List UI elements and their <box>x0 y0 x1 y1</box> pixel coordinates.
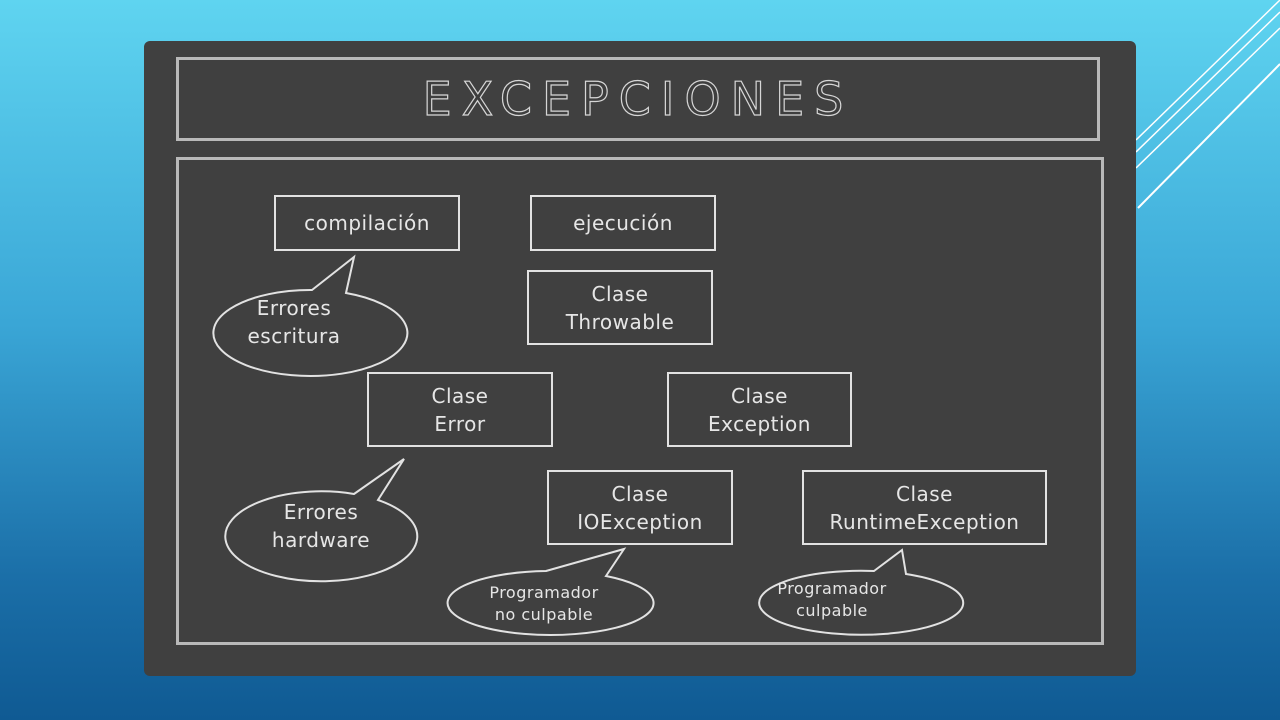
box-runtimeexception: Clase RuntimeException <box>802 470 1047 545</box>
box-exception: Clase Exception <box>667 372 852 447</box>
box-error: Clase Error <box>367 372 553 447</box>
bubble-errores-escritura-text: Errores escritura <box>199 287 389 357</box>
title-frame: EXCEPCIONES <box>176 57 1100 141</box>
box-runtime-line1: Clase <box>895 481 953 506</box>
box-ejecucion: ejecución <box>530 195 716 251</box>
bubble-no-culpable-text: Programador no culpable <box>444 581 644 627</box>
box-exception-line1: Clase <box>730 383 788 408</box>
bubble-no-culpable-line1: Programador <box>489 583 599 602</box>
box-ioexception-line2: IOException <box>577 509 703 534</box>
slide-title: EXCEPCIONES <box>422 71 854 126</box>
box-throwable: Clase Throwable <box>527 270 713 345</box>
box-exception-line2: Exception <box>708 411 811 436</box>
box-error-line2: Error <box>434 411 486 436</box>
bubble-culpable-line1: Programador <box>777 579 887 598</box>
box-compilacion: compilación <box>274 195 460 251</box>
bubble-escritura-line2: escritura <box>247 324 341 348</box>
diagram-shapes <box>212 254 965 636</box>
box-ioexception: Clase IOException <box>547 470 733 545</box>
bubble-errores-hardware <box>224 458 419 583</box>
decorative-lines <box>1135 0 1280 209</box>
box-runtime-line2: RuntimeException <box>829 509 1020 534</box>
bubble-escritura-line1: Errores <box>256 296 332 320</box>
box-throwable-line2: Throwable <box>565 309 675 334</box>
bubble-no-culpable-line2: no culpable <box>494 605 594 624</box>
bubble-hardware-line2: hardware <box>271 528 371 552</box>
bubble-no-culpable <box>446 547 655 636</box>
box-error-line1: Clase <box>431 383 489 408</box>
box-ejecucion-label: ejecución <box>573 211 673 235</box>
bubble-hardware-line1: Errores <box>283 500 359 524</box>
box-ioexception-line1: Clase <box>611 481 669 506</box>
bubble-errores-hardware-text: Errores hardware <box>226 491 416 561</box>
bubble-culpable-line2: culpable <box>796 601 868 620</box>
bubble-culpable-text: Programador culpable <box>732 577 932 623</box>
box-throwable-line1: Clase <box>591 281 649 306</box>
chalkboard: EXCEPCIONES compilación ejecución Clase … <box>144 41 1136 676</box>
bubble-culpable <box>758 548 965 636</box>
bubble-errores-escritura <box>212 254 409 377</box>
box-compilacion-label: compilación <box>304 211 430 235</box>
content-frame <box>176 157 1104 645</box>
